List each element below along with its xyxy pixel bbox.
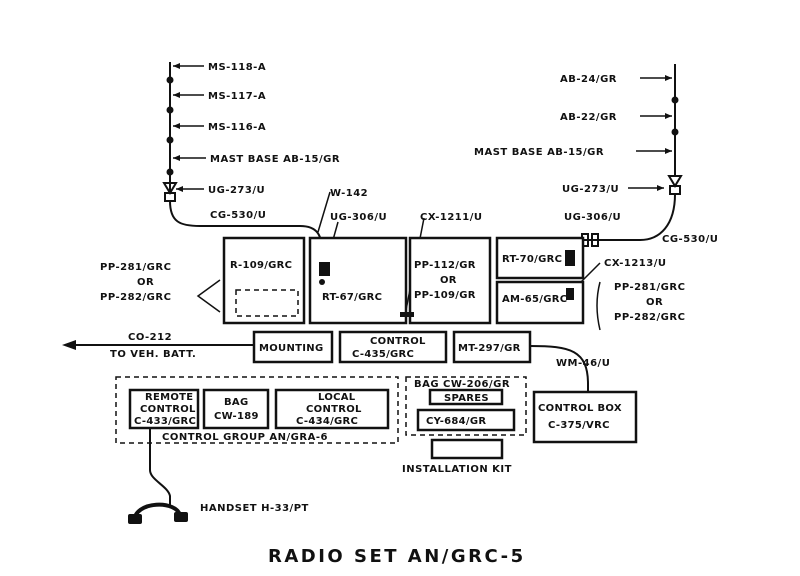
bag-label-2: CW-189 — [214, 411, 259, 422]
remote-label-3: C-433/GRC — [134, 416, 196, 427]
veh-batt-label: TO VEH. BATT. — [110, 349, 196, 360]
right-mast-base: MAST BASE AB-15/GR — [474, 147, 604, 158]
rt70-connector — [565, 250, 575, 266]
control435-label-2: C-435/GRC — [352, 349, 414, 360]
diagram-title: RADIO SET AN/GRC-5 — [268, 546, 526, 567]
control-group-outline — [115, 376, 399, 444]
installation-kit-box — [430, 438, 504, 460]
r109-label: R-109/GRC — [230, 260, 292, 271]
left-mast — [162, 62, 323, 276]
remote-control-box — [128, 388, 200, 430]
control-box-label-1: CONTROL BOX — [538, 403, 622, 414]
w142-leader — [317, 191, 331, 233]
am65-connector — [566, 288, 574, 300]
right-cable-label: CG-530/U — [662, 234, 718, 245]
handset-cord — [149, 428, 171, 506]
mounting-box — [252, 330, 334, 364]
right-power-2: PP-282/GRC — [614, 312, 685, 323]
right-connector-label: UG-273/U — [562, 184, 619, 195]
pp112-label-1: PP-112/GR — [414, 260, 476, 271]
handset-label: HANDSET H-33/PT — [200, 503, 309, 514]
left-mast-section-3: MS-116-A — [208, 122, 266, 133]
r109-box — [222, 236, 306, 325]
bag-cw206-label: BAG CW-206/GR — [414, 379, 510, 390]
cx1213-label: CX-1213/U — [604, 258, 667, 269]
left-mast-section-1: MS-118-A — [208, 62, 266, 73]
am65-label: AM-65/GRC — [502, 294, 567, 305]
remote-label-1: REMOTE — [145, 392, 193, 403]
wm46-label: WM-46/U — [556, 358, 610, 369]
right-mast-section-2: AB-22/GR — [560, 112, 617, 123]
right-power-1: PP-281/GRC — [614, 282, 685, 293]
control-group-label: CONTROL GROUP AN/GRA-6 — [162, 432, 328, 443]
left-cable-label: CG-530/U — [210, 210, 266, 221]
mt297-label: MT-297/GR — [458, 343, 521, 354]
control435-label-1: CONTROL — [370, 336, 426, 347]
right-power-or: OR — [646, 297, 663, 308]
left-power-or: OR — [137, 277, 154, 288]
remote-label-2: CONTROL — [140, 404, 196, 415]
left-connector-label: UG-273/U — [208, 185, 265, 196]
pp112-box — [408, 236, 492, 325]
local-label-2: CONTROL — [306, 404, 362, 415]
mounting-label: MOUNTING — [259, 343, 323, 354]
control-box-label-2: C-375/VRC — [548, 420, 610, 431]
bag-label-1: BAG — [224, 397, 248, 408]
w142-label: W-142 — [330, 188, 368, 199]
cx1211-connector — [400, 312, 414, 317]
spares-box — [428, 388, 504, 406]
control-box-c375 — [532, 390, 638, 444]
local-control-box — [274, 388, 390, 430]
rt67-box — [308, 236, 408, 325]
right-mast — [567, 64, 683, 258]
right-mast-section-1: AB-24/GR — [560, 74, 617, 85]
cx1211-label: CX-1211/U — [420, 212, 483, 223]
handset-icon — [128, 502, 188, 524]
spares-label: SPARES — [444, 393, 489, 404]
co212-arrow — [62, 340, 76, 350]
left-power-1: PP-281/GRC — [100, 262, 171, 273]
rt67-label: RT-67/GRC — [322, 292, 382, 303]
left-mast-base: MAST BASE AB-15/GR — [210, 154, 340, 165]
rt70-label: RT-70/GRC — [502, 254, 562, 265]
ug306-right-label: UG-306/U — [564, 212, 621, 223]
left-power-2: PP-282/GRC — [100, 292, 171, 303]
pp112-label-3: PP-109/GR — [414, 290, 476, 301]
right-power-bracket — [596, 281, 601, 331]
ug306-left-label: UG-306/U — [330, 212, 387, 223]
cy684-label: CY-684/GR — [426, 416, 486, 427]
cy684-box — [416, 408, 516, 432]
local-label-3: C-434/GRC — [296, 416, 358, 427]
bag-cw189-box — [202, 388, 270, 430]
installation-kit-label: INSTALLATION KIT — [402, 464, 512, 475]
co212-label: CO-212 — [128, 332, 172, 343]
rt67-antenna-connector — [319, 262, 330, 276]
wm46-cable — [529, 345, 589, 392]
left-mast-section-2: MS-117-A — [208, 91, 266, 102]
bag-cw206-outline — [405, 376, 527, 436]
left-power-bracket — [196, 279, 221, 313]
local-label-1: LOCAL — [318, 392, 356, 403]
control435-box — [338, 330, 448, 364]
pp112-label-2: OR — [440, 275, 457, 286]
r109-power-slot — [235, 289, 299, 317]
